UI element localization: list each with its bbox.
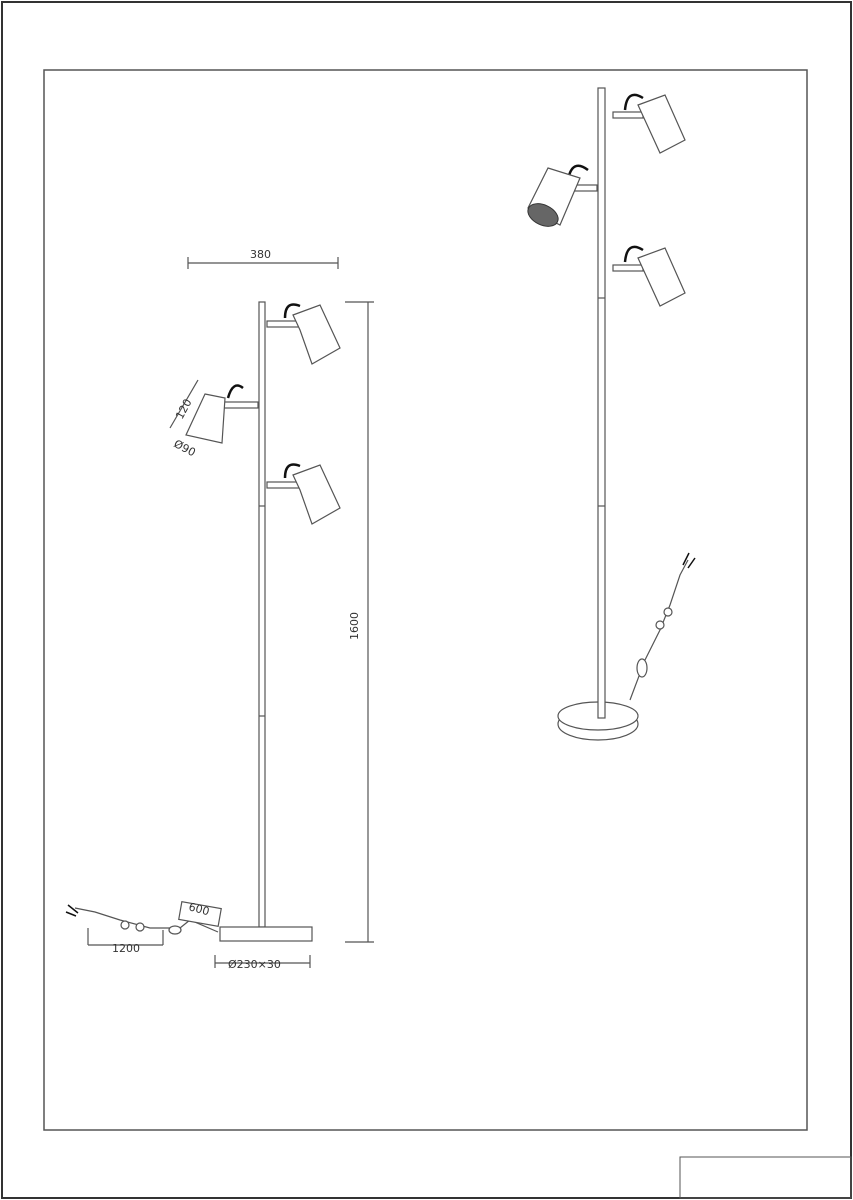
switch-cable-label: 600 [187,900,211,918]
shade-diameter-label: Ø90 [172,437,198,459]
height-label: 1600 [348,612,361,640]
perspective-view-lamp [527,87,696,741]
front-view-lamp [65,301,341,942]
title-block [679,1156,852,1199]
inner-border [43,69,808,1131]
dimension-lines [87,257,374,968]
cable-label: 1200 [112,942,140,955]
base [219,926,313,942]
shade-length-label: 120 [173,397,194,422]
base-label: Ø230×30 [228,958,281,971]
width-label: 380 [250,248,271,261]
